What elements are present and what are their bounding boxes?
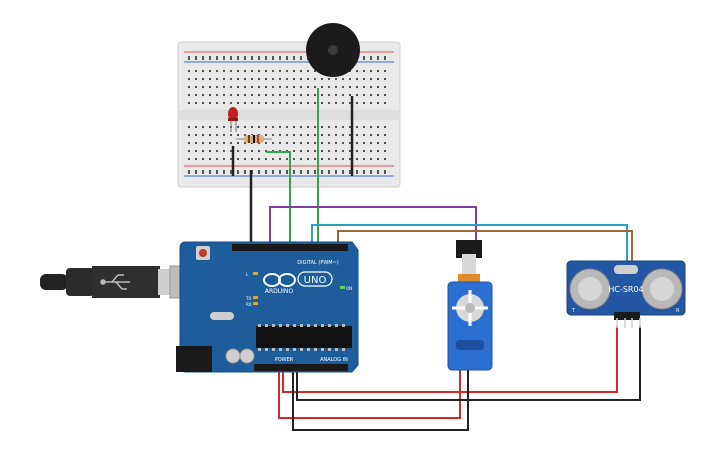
wire-purple: [269, 206, 477, 246]
sensor-left-mark: T: [571, 308, 576, 314]
sensor-model-text: HC-SR04: [608, 285, 643, 294]
wire-black-sensor: [296, 326, 641, 401]
ultrasonic-sensor[interactable]: HC-SR04 T R: [566, 260, 686, 328]
wire-green-led: [266, 151, 291, 246]
sensor-right-mark: R: [676, 308, 680, 314]
rx-label: RX: [246, 302, 252, 307]
power-label: POWER: [275, 357, 294, 363]
wire-red: [278, 370, 461, 419]
wire-brown: [337, 230, 633, 262]
tx-label: TX: [245, 296, 251, 301]
on-label: ON: [346, 286, 352, 291]
digital-label: DIGITAL (PWM~): [297, 260, 339, 266]
resistor[interactable]: [236, 135, 272, 143]
arduino-logo-icon: [263, 273, 296, 287]
arduino-board[interactable]: ARDUINO UNO DIGITAL (PWM~) POWER ANALOG …: [176, 241, 359, 373]
l-label: L: [246, 272, 249, 277]
buzzer[interactable]: [306, 23, 360, 77]
led[interactable]: [228, 107, 238, 132]
arduino-model-text: UNO: [304, 275, 327, 286]
usb-icon: [100, 274, 130, 290]
analog-label: ANALOG IN: [320, 357, 348, 363]
wire-red-sensor: [282, 326, 618, 393]
servo[interactable]: [447, 240, 493, 371]
arduino-logo-text: ARDUINO: [265, 288, 294, 295]
wire-teal: [311, 224, 628, 262]
